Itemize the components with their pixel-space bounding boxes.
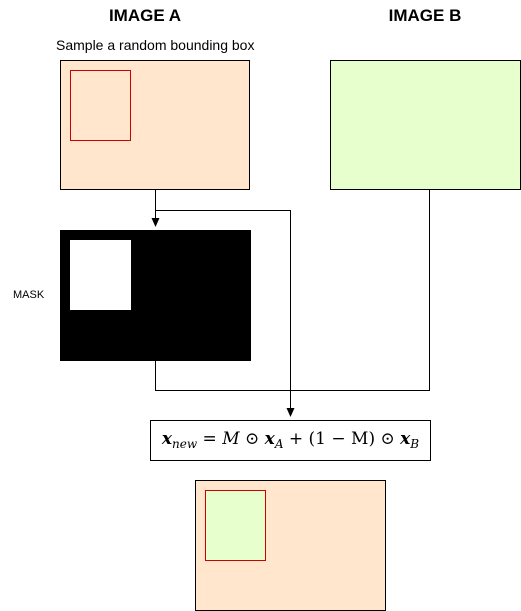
result-patch — [205, 490, 266, 561]
mask-label: MASK — [13, 289, 45, 301]
mask-box — [60, 230, 251, 361]
mask-image-b-merge-line — [155, 190, 430, 391]
image-a-box — [60, 60, 250, 190]
bounding-box-caption: Sample a random bounding box — [56, 37, 255, 53]
formula: xnew = M ⊙ xA + (1 − M) ⊙ xB — [161, 428, 420, 452]
image-a-to-formula-arrow — [155, 210, 295, 417]
image-b-title: IMAGE B — [388, 6, 462, 25]
image-b-box — [330, 60, 521, 190]
image-a-bounding-box — [70, 70, 131, 141]
mask-region — [70, 240, 131, 310]
image-a-title: IMAGE A — [108, 6, 182, 25]
formula-box: xnew = M ⊙ xA + (1 − M) ⊙ xB — [150, 420, 431, 461]
result-image-box — [195, 480, 386, 611]
